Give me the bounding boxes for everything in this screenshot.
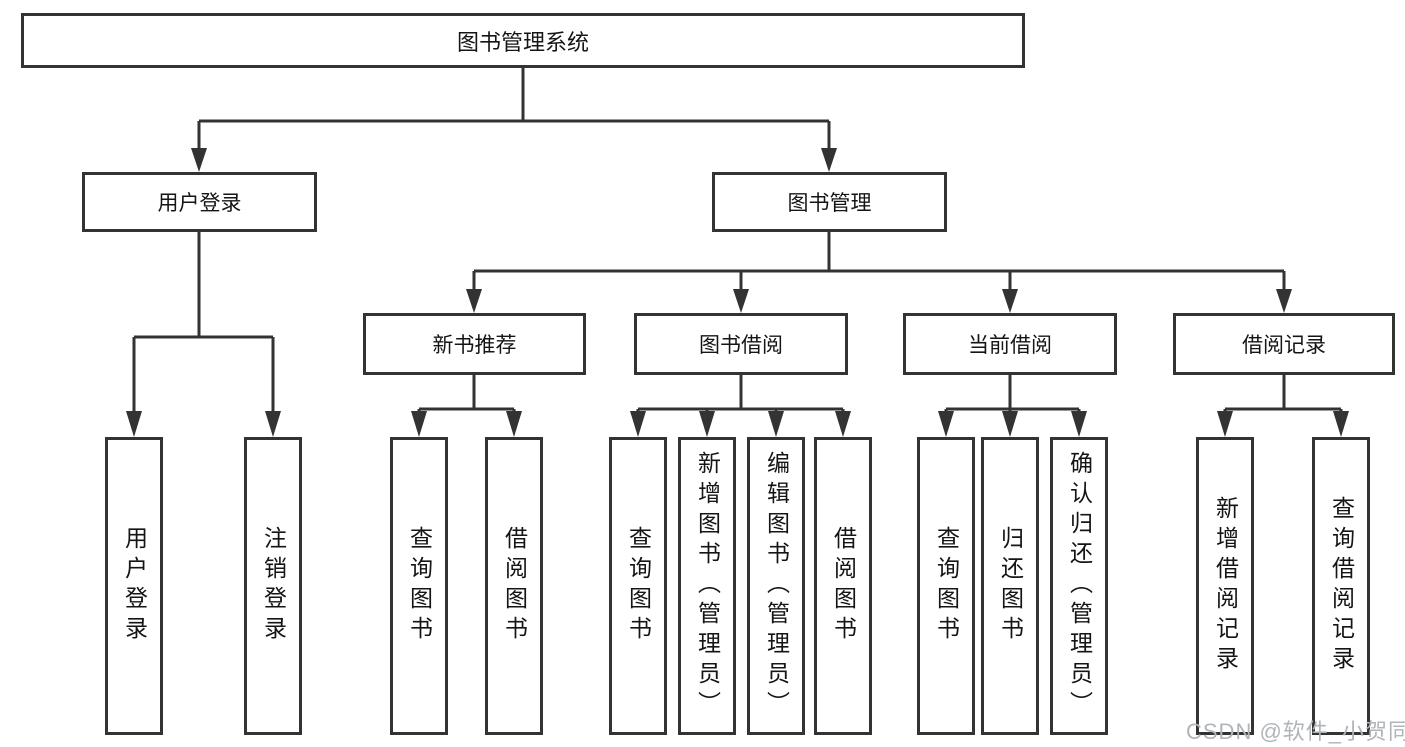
node-current-borrowing: 当前借阅: [903, 313, 1117, 375]
leaf-edit-books-admin: 编辑图书（管理员）: [747, 437, 805, 735]
leaf-query-books-borrow: 查询图书: [609, 437, 667, 735]
node-borrow-records: 借阅记录: [1173, 313, 1395, 375]
node-user-login: 用户登录: [82, 172, 317, 232]
leaf-add-books-admin: 新增图书（管理员）: [678, 437, 736, 735]
leaf-confirm-return-admin: 确认归还（管理员）: [1050, 437, 1108, 735]
leaf-query-books-recommend: 查询图书: [390, 437, 448, 735]
node-new-book-recommend: 新书推荐: [363, 313, 586, 375]
leaf-add-borrow-record: 新增借阅记录: [1196, 437, 1254, 735]
connector-strokes: [132, 68, 1343, 413]
node-root-library-system: 图书管理系统: [21, 13, 1025, 68]
leaf-borrow-books: 借阅图书: [814, 437, 872, 735]
node-book-management: 图书管理: [712, 172, 947, 232]
leaf-return-books: 归还图书: [981, 437, 1039, 735]
leaf-borrow-books-recommend: 借阅图书: [485, 437, 543, 735]
leaf-query-books-current: 查询图书: [917, 437, 975, 735]
csdn-watermark: CSDN @软件_小贺同学: [1186, 719, 1405, 744]
node-book-borrowing: 图书借阅: [634, 313, 848, 375]
leaf-logout: 注销登录: [244, 437, 302, 735]
arrowheads: [126, 148, 1349, 437]
leaf-user-login: 用户登录: [105, 437, 163, 735]
leaf-query-borrow-record: 查询借阅记录: [1312, 437, 1370, 735]
